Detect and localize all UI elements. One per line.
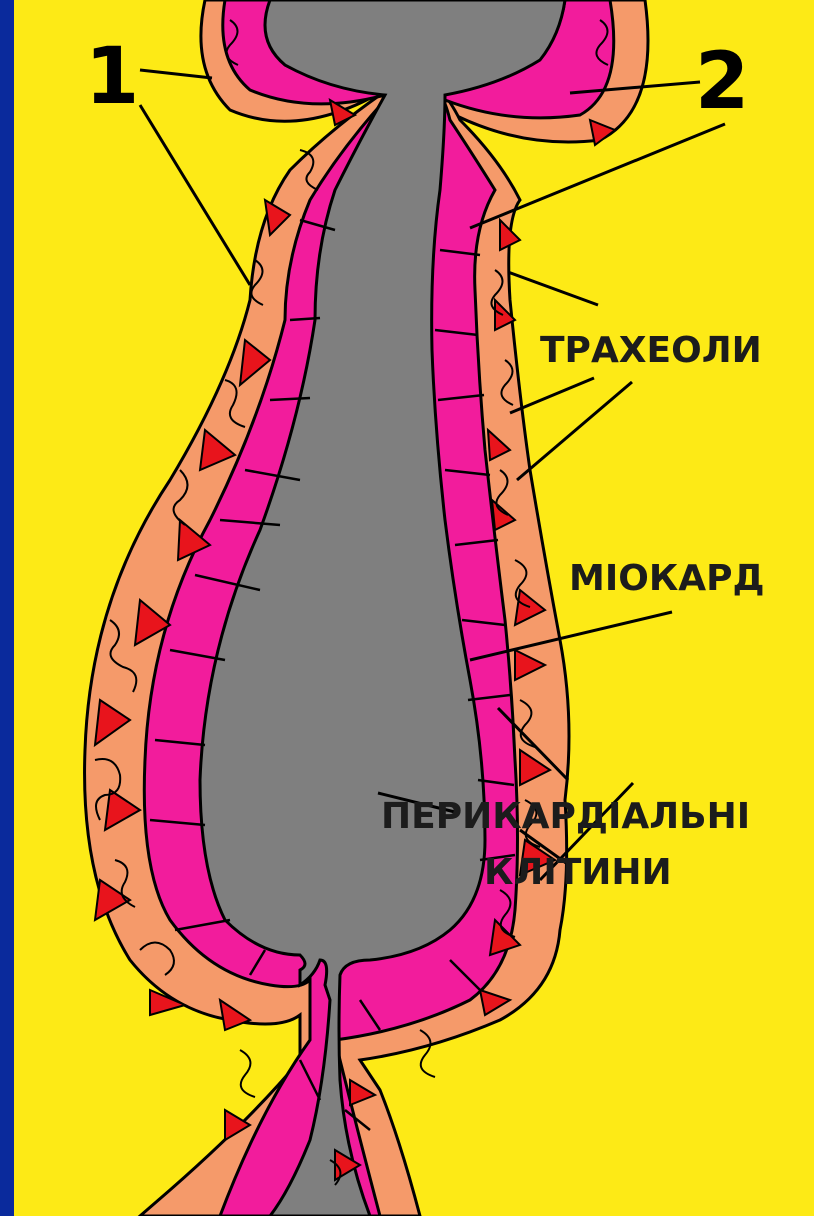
label-pericardial-line1: ПЕРИКАРДІАЛЬНІ — [381, 796, 750, 837]
label-myocardium: МІОКАРД — [569, 558, 765, 599]
label-tracheoles: ТРАХЕОЛИ — [540, 330, 762, 371]
label-number-1: 1 — [85, 32, 139, 122]
label-pericardial-line2: КЛІТИНИ — [484, 852, 672, 893]
label-number-2: 2 — [695, 37, 749, 127]
